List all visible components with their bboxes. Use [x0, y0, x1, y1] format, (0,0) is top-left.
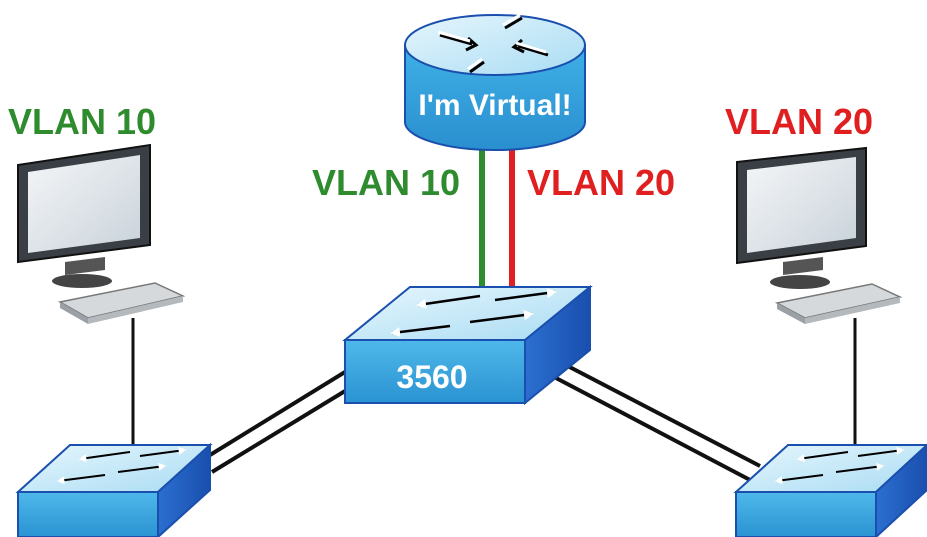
right-host-vlan-label: VLAN 20	[725, 101, 873, 142]
left-pc	[17, 143, 186, 324]
monitor-icon	[17, 143, 151, 288]
link-core-left-switch	[208, 370, 352, 474]
right-access-switch	[733, 443, 927, 537]
keyboard-icon	[57, 282, 186, 324]
core-switch: 3560	[342, 284, 593, 406]
left-host-vlan-label: VLAN 10	[8, 101, 156, 142]
keyboard-icon	[774, 283, 903, 324]
router-label: I'm Virtual!	[418, 89, 571, 122]
switch-arrows-icon	[390, 288, 557, 338]
trunk-vlan20-label: VLAN 20	[527, 162, 675, 203]
monitor-icon	[736, 146, 867, 289]
link-core-right-switch	[555, 360, 761, 483]
right-pc	[736, 146, 903, 324]
switch-arrows-icon	[774, 446, 905, 485]
router: I'm Virtual!	[404, 13, 586, 151]
left-access-switch	[15, 442, 213, 537]
links	[131, 143, 857, 483]
trunk-vlan10-label: VLAN 10	[312, 162, 460, 203]
switch-arrows-icon	[56, 446, 187, 485]
core-switch-label: 3560	[396, 359, 467, 395]
router-arrows-icon	[439, 16, 549, 74]
